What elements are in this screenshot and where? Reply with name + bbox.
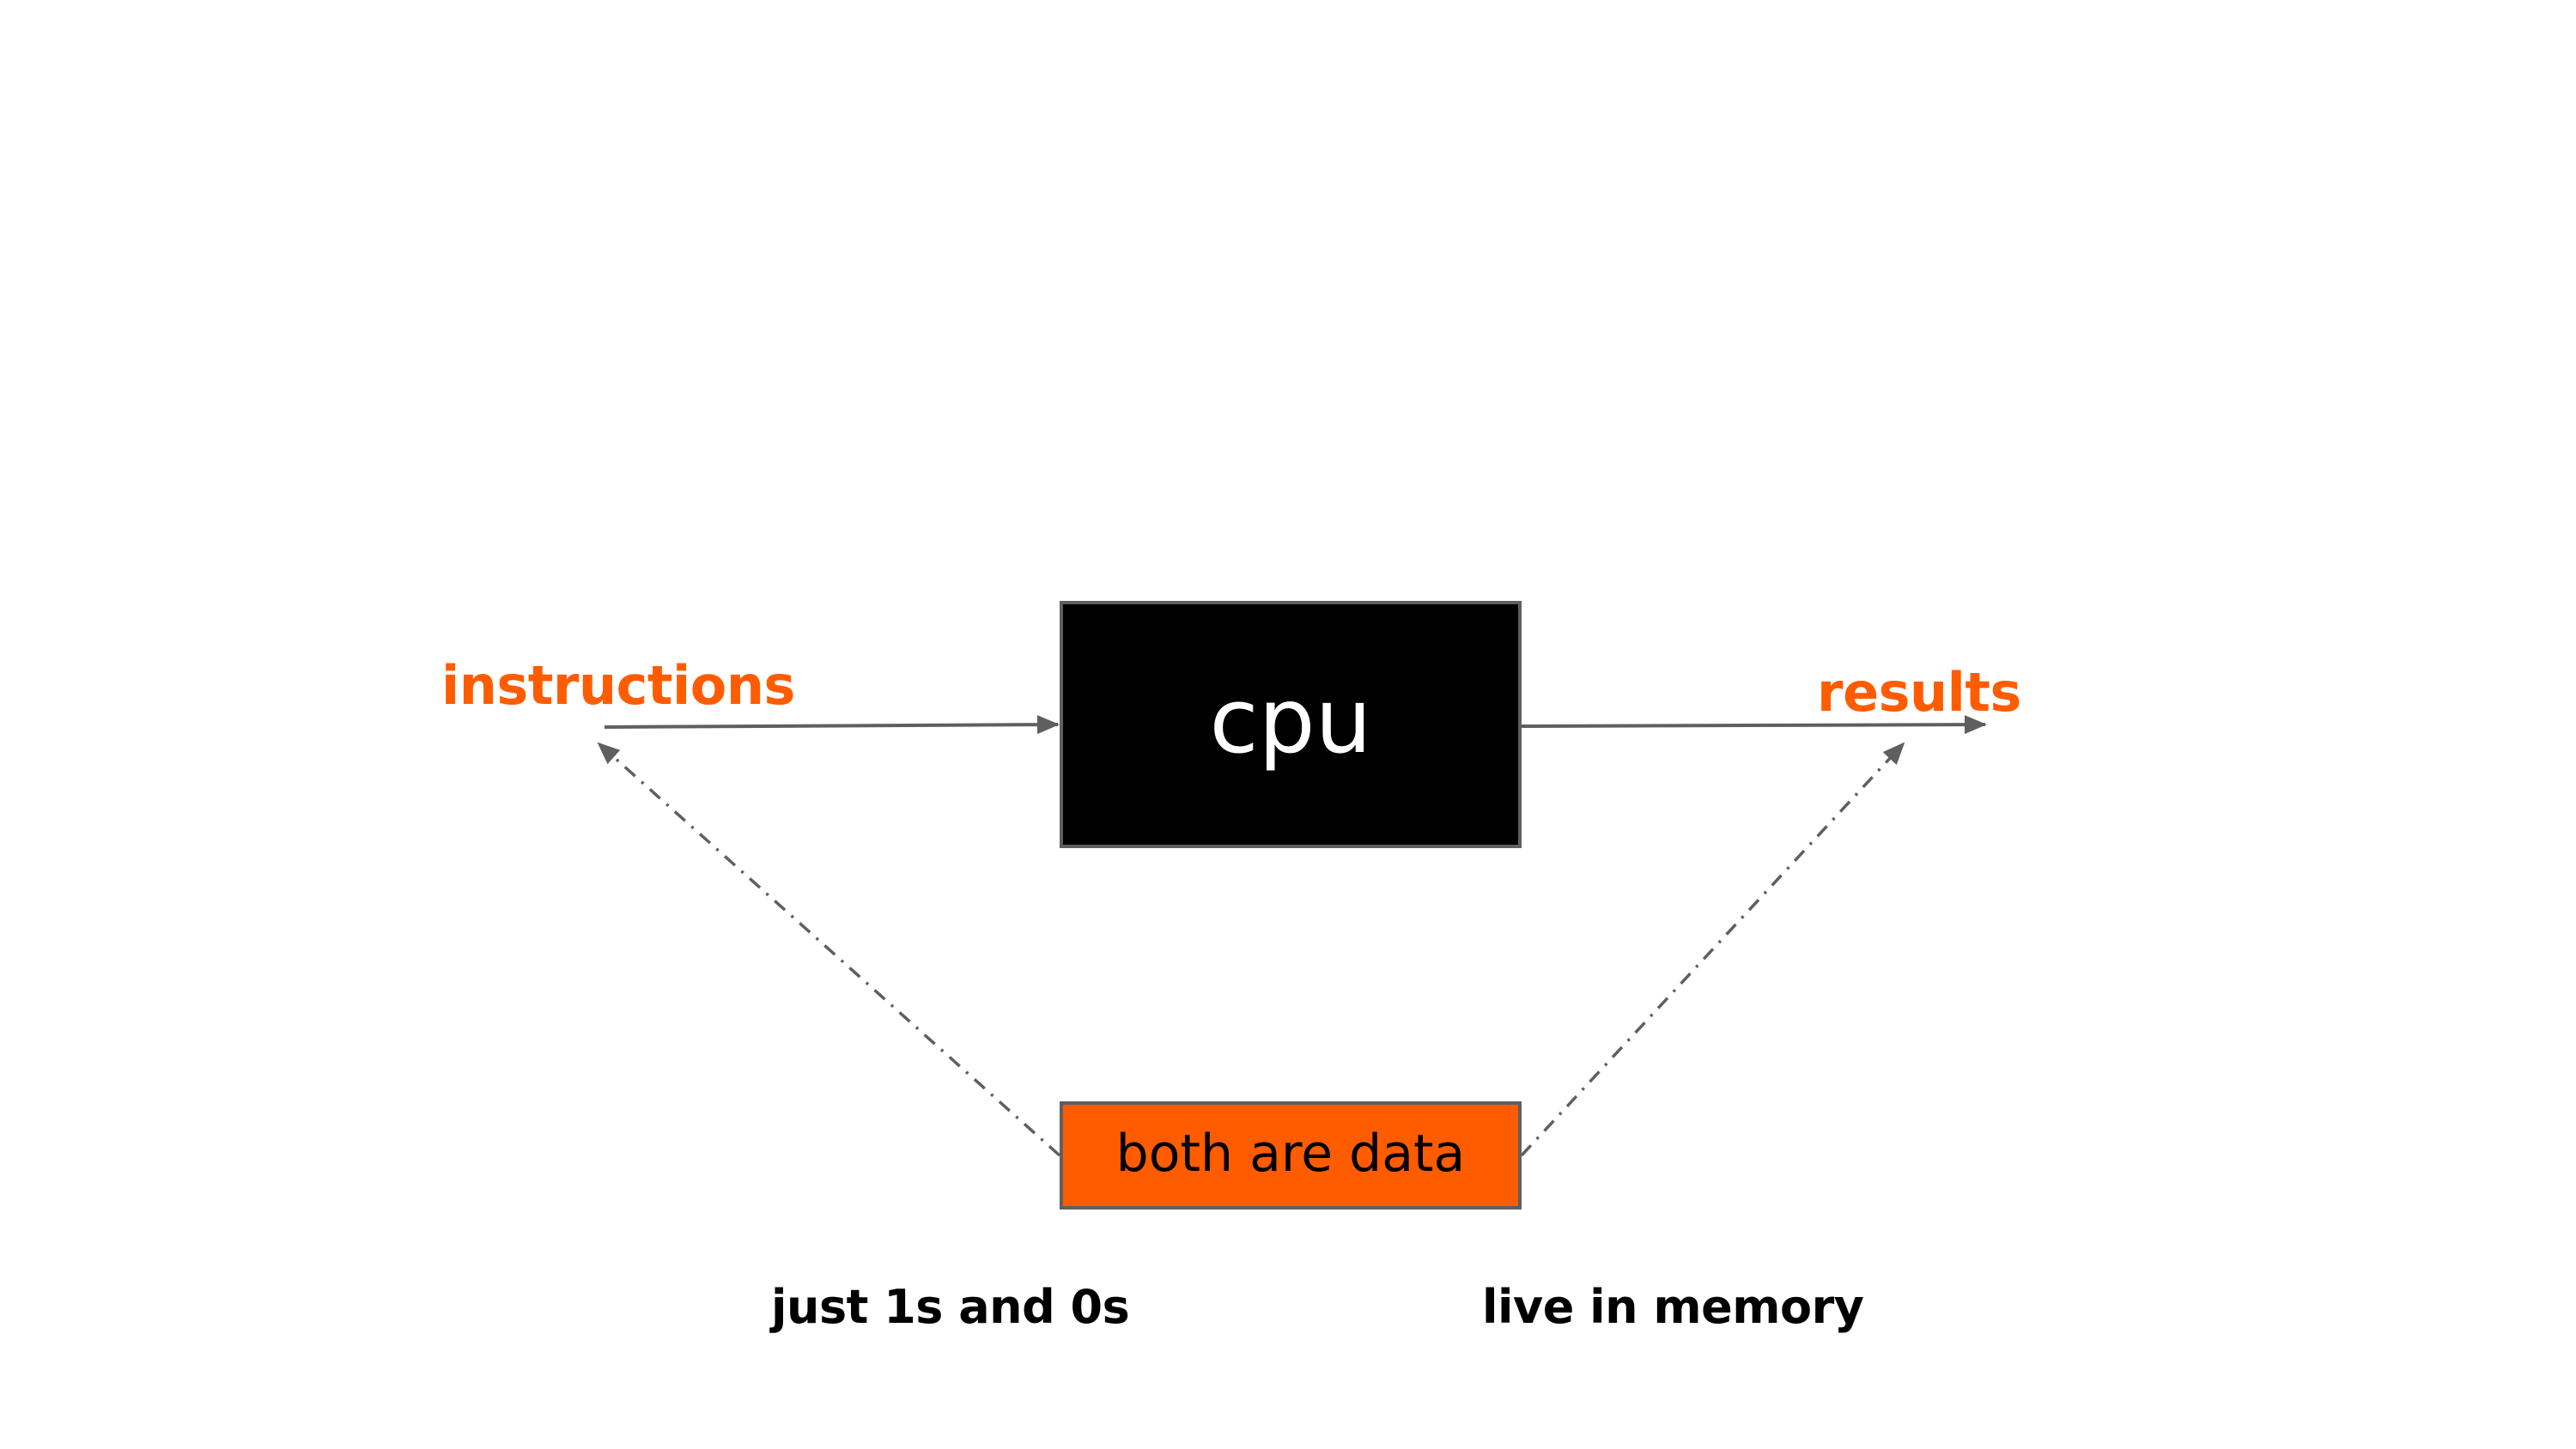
data-node: both are data xyxy=(1060,1101,1522,1210)
edge-cpu-to-results xyxy=(1521,715,1987,735)
instructions-label: instructions xyxy=(441,654,795,717)
caption-right: live in memory xyxy=(1482,1280,1864,1334)
cpu-node: cpu xyxy=(1060,601,1522,848)
edge-instructions-to-cpu xyxy=(604,715,1060,735)
edge-data-to-results xyxy=(1520,742,1905,1157)
results-label: results xyxy=(1817,661,2021,724)
edge-data-to-instructions xyxy=(597,742,1061,1157)
data-label: both are data xyxy=(1115,1124,1466,1184)
caption-left: just 1s and 0s xyxy=(771,1280,1130,1334)
cpu-label: cpu xyxy=(1209,669,1372,773)
